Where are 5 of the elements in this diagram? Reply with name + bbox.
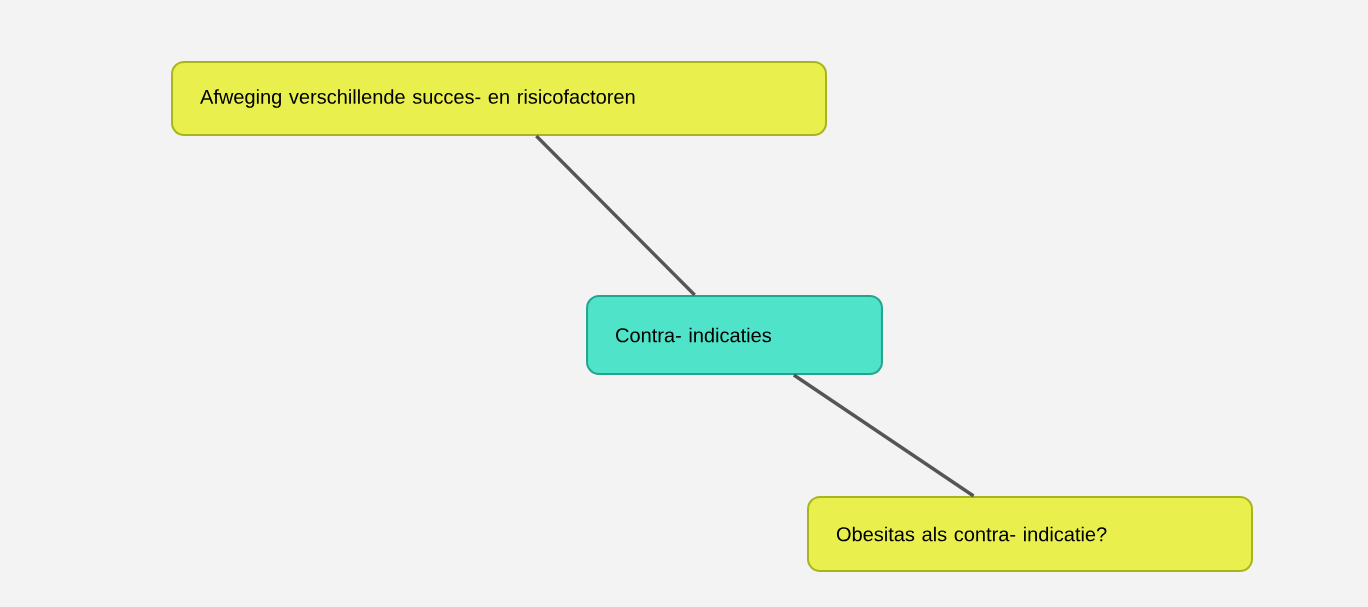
topic-box: Obesitas als contra- indicatie?	[807, 496, 1253, 572]
central-topic-box: Contra- indicaties	[586, 295, 883, 375]
connector-line	[792, 373, 975, 498]
connector-line	[535, 134, 696, 297]
topic-box: Afweging verschillende succes- en risicofactoren	[171, 60, 827, 137]
